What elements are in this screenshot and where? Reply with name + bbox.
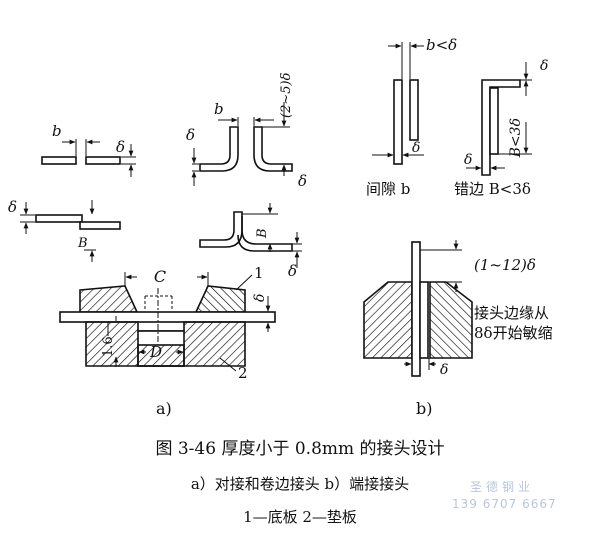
label-C: C xyxy=(154,267,166,286)
figure-title: 图 3-46 厚度小于 0.8mm 的接头设计 xyxy=(155,439,445,459)
label-delta-offset: δ xyxy=(8,198,17,216)
label-B-single-flange: B xyxy=(255,228,270,239)
label-offset-edge: 错边 B<3δ xyxy=(454,180,531,198)
label-delta-gap: δ xyxy=(412,140,420,156)
label-b-flange: b xyxy=(214,100,224,118)
label-part-1: 1 xyxy=(254,264,264,282)
watermark-phone: 139 6707 6667 xyxy=(452,497,557,511)
label-part-a: a) xyxy=(156,399,172,418)
label-delta-butt: δ xyxy=(116,138,125,156)
label-delta-offset-edge: δ xyxy=(540,58,548,74)
label-D: D xyxy=(149,343,162,361)
label-b-lt-delta: b<δ xyxy=(426,36,457,54)
label-1-12-delta: (1~12)δ xyxy=(474,256,536,274)
label-gap-b: 间隙 b xyxy=(366,180,410,198)
label-delta-offset-bottom: δ xyxy=(464,152,472,168)
label-taper-line2: 8δ开始敏缩 xyxy=(474,324,553,342)
label-B-lt-3delta: B<3δ xyxy=(508,118,524,158)
single-flange-joint xyxy=(199,203,302,268)
edge-joint-gap xyxy=(372,42,424,165)
label-b-butt: b xyxy=(52,122,62,140)
label-1-6: 1.6 xyxy=(101,336,116,357)
label-delta-end-joint: δ xyxy=(440,362,448,378)
figure-subtitle: a）对接和卷边接头 b）端接接头 xyxy=(190,475,410,493)
joint-design-diagram: b δ δ B b (2~5)δ δ δ B δ C D 1.6 δ 1 2 b… xyxy=(8,36,553,418)
label-delta-single-flange: δ xyxy=(288,262,297,280)
offset-butt-joint xyxy=(20,200,121,262)
label-2-5-delta: (2~5)δ xyxy=(279,72,294,118)
watermark-company: 圣德钢业 xyxy=(470,480,535,494)
offset-edge-joint xyxy=(466,62,532,176)
label-delta-fixture: δ xyxy=(252,294,268,302)
label-delta-flange-left: δ xyxy=(186,126,195,144)
label-part-b: b) xyxy=(416,399,432,418)
end-joint-clamp xyxy=(363,240,473,377)
label-B-offset: B xyxy=(77,236,88,251)
clamping-fixture xyxy=(59,272,276,372)
label-delta-flange-right: δ xyxy=(298,172,307,190)
label-part-2: 2 xyxy=(238,364,248,382)
label-taper-line1: 接头边缘从 xyxy=(474,304,549,322)
figure-legend: 1—底板 2—垫板 xyxy=(243,508,357,526)
square-butt-joint xyxy=(41,139,136,177)
double-flange-joint xyxy=(191,102,293,186)
